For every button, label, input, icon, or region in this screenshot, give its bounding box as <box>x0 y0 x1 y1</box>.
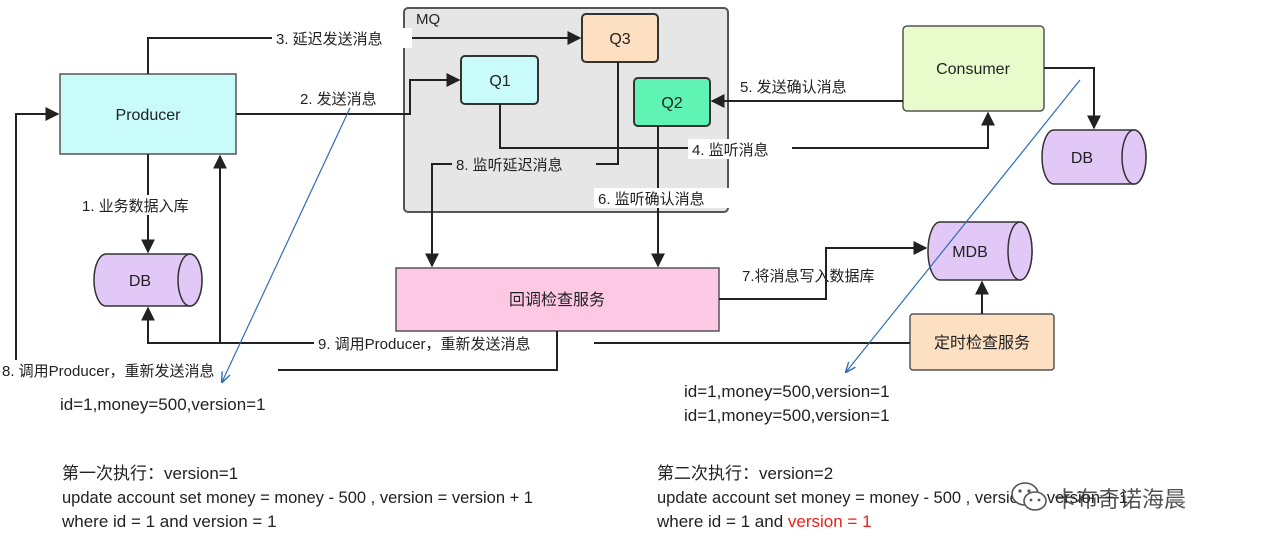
db-right-node: DB <box>1041 129 1147 185</box>
edge-retry-from-callback-label: 8. 调用Producer，重新发送消息 <box>2 363 215 380</box>
left-record: id=1,money=500,version=1 <box>60 395 266 414</box>
wechat-icon <box>1011 482 1047 511</box>
edge-write-db: 7.将消息写入数据库 <box>719 241 928 300</box>
edge-listen-confirm: 6. 监听确认消息 <box>594 126 734 268</box>
first-exec-title: 第一次执行：version=1 <box>62 464 239 483</box>
q3-node <box>581 13 659 63</box>
first-exec-sql-2: where id = 1 and version = 1 <box>62 512 277 531</box>
consumer-label: Consumer <box>936 61 1010 78</box>
watermark: 卡布奇诺海晨 <box>1010 478 1250 518</box>
edge-delay-send-label: 3. 延迟发送消息 <box>276 31 383 48</box>
edge-listen-message: 4. 监听消息 <box>499 104 995 159</box>
callback-service-label: 回调检查服务 <box>509 291 605 309</box>
q1-label: Q1 <box>489 73 510 90</box>
edge-send-message-label: 2. 发送消息 <box>300 91 377 108</box>
q2-label: Q2 <box>661 95 682 112</box>
db-right-label: DB <box>1071 150 1093 167</box>
edge-listen-delay: 8. 监听延迟消息 <box>425 62 619 268</box>
second-exec-sql-2: where id = 1 and version = 1 <box>657 510 872 534</box>
edge-persist: 1. 业务数据入库 <box>78 154 216 254</box>
edge-listen-delay-label: 8. 监听延迟消息 <box>456 157 563 174</box>
mdb-node: MDB <box>927 221 1033 281</box>
edge-write-db-label: 7.将消息写入数据库 <box>742 268 875 285</box>
second-exec-title: 第二次执行：version=2 <box>657 464 834 483</box>
watermark-text: 卡布奇诺海晨 <box>1054 488 1187 513</box>
q3-label: Q3 <box>609 31 630 48</box>
second-exec-sql-2-prefix: where id = 1 and <box>657 512 788 531</box>
second-exec-version-highlight: version = 1 <box>787 512 872 531</box>
producer-node <box>59 73 237 155</box>
timer-service-label: 定时检查服务 <box>934 334 1030 352</box>
edge-consumer-db <box>1044 67 1101 130</box>
mq-title: MQ <box>416 11 440 28</box>
mdb-label: MDB <box>952 244 988 261</box>
db-left-label: DB <box>129 273 151 290</box>
edge-delay-send: 3. 延迟发送消息 <box>147 28 582 74</box>
edge-listen-confirm-label: 6. 监听确认消息 <box>598 191 705 208</box>
first-exec-sql-1: update account set money = money - 500 ,… <box>62 489 533 507</box>
edge-retry-from-timer: 9. 调用Producer，重新发送消息 <box>141 154 910 353</box>
edge-send-confirm-label: 5. 发送确认消息 <box>740 79 847 96</box>
edge-persist-label: 1. 业务数据入库 <box>82 198 189 215</box>
annotation-line-left <box>222 107 351 382</box>
edge-send-message: 2. 发送消息 <box>236 73 461 115</box>
second-exec-sql-1: update account set money = money - 500 ,… <box>657 489 1128 507</box>
edge-listen-message-label: 4. 监听消息 <box>692 142 769 159</box>
edge-retry-from-timer-label: 9. 调用Producer，重新发送消息 <box>318 336 531 353</box>
db-left-node: DB <box>93 253 203 307</box>
q2-node <box>633 77 711 127</box>
edge-retry-from-callback: 8. 调用Producer，重新发送消息 <box>0 107 558 380</box>
right-record-1: id=1,money=500,version=1 <box>684 382 890 401</box>
annotation-line-right <box>846 79 1081 372</box>
right-record-2: id=1,money=500,version=1 <box>684 406 890 425</box>
edge-send-confirm: 5. 发送确认消息 <box>710 76 903 108</box>
producer-label: Producer <box>116 107 182 124</box>
